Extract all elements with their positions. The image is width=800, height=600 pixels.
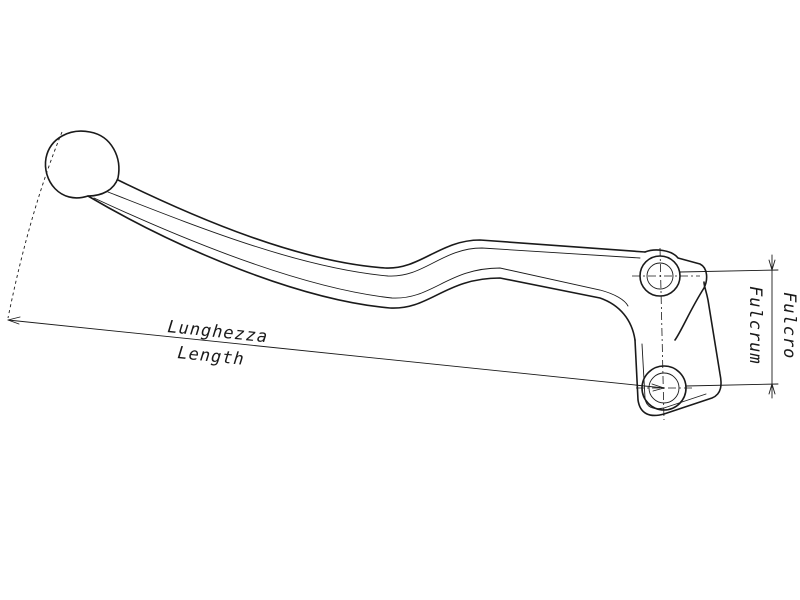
fulcrum-pin-hole (646, 262, 674, 290)
length-label-english: Length (176, 343, 245, 370)
tip-reference-arc (7, 131, 63, 319)
lever-blade-chamfer (93, 197, 629, 307)
lever-ball-end (44, 130, 120, 199)
lever-lower-body (634, 281, 722, 417)
fulcrum-label-italian: Fulcro (779, 292, 799, 359)
fulcrum-arrow-bottom (768, 383, 776, 395)
fulcrum-label-english: Fulcrum (745, 286, 765, 365)
pivot-boss-outline (644, 249, 708, 341)
length-dimension-line (7, 319, 665, 389)
lever-top-edge (117, 179, 646, 269)
fulcrum-arrow-top (768, 259, 776, 271)
length-arrow-left (7, 316, 21, 325)
length-arrow-right (651, 383, 665, 392)
vertical-center-line (659, 247, 665, 421)
lever-bottom-edge (87, 195, 636, 341)
fulcrum-extension-top (679, 269, 779, 273)
fulcrum-extension-bottom (685, 383, 779, 387)
lever-blade-upper-chamfer (107, 191, 641, 277)
